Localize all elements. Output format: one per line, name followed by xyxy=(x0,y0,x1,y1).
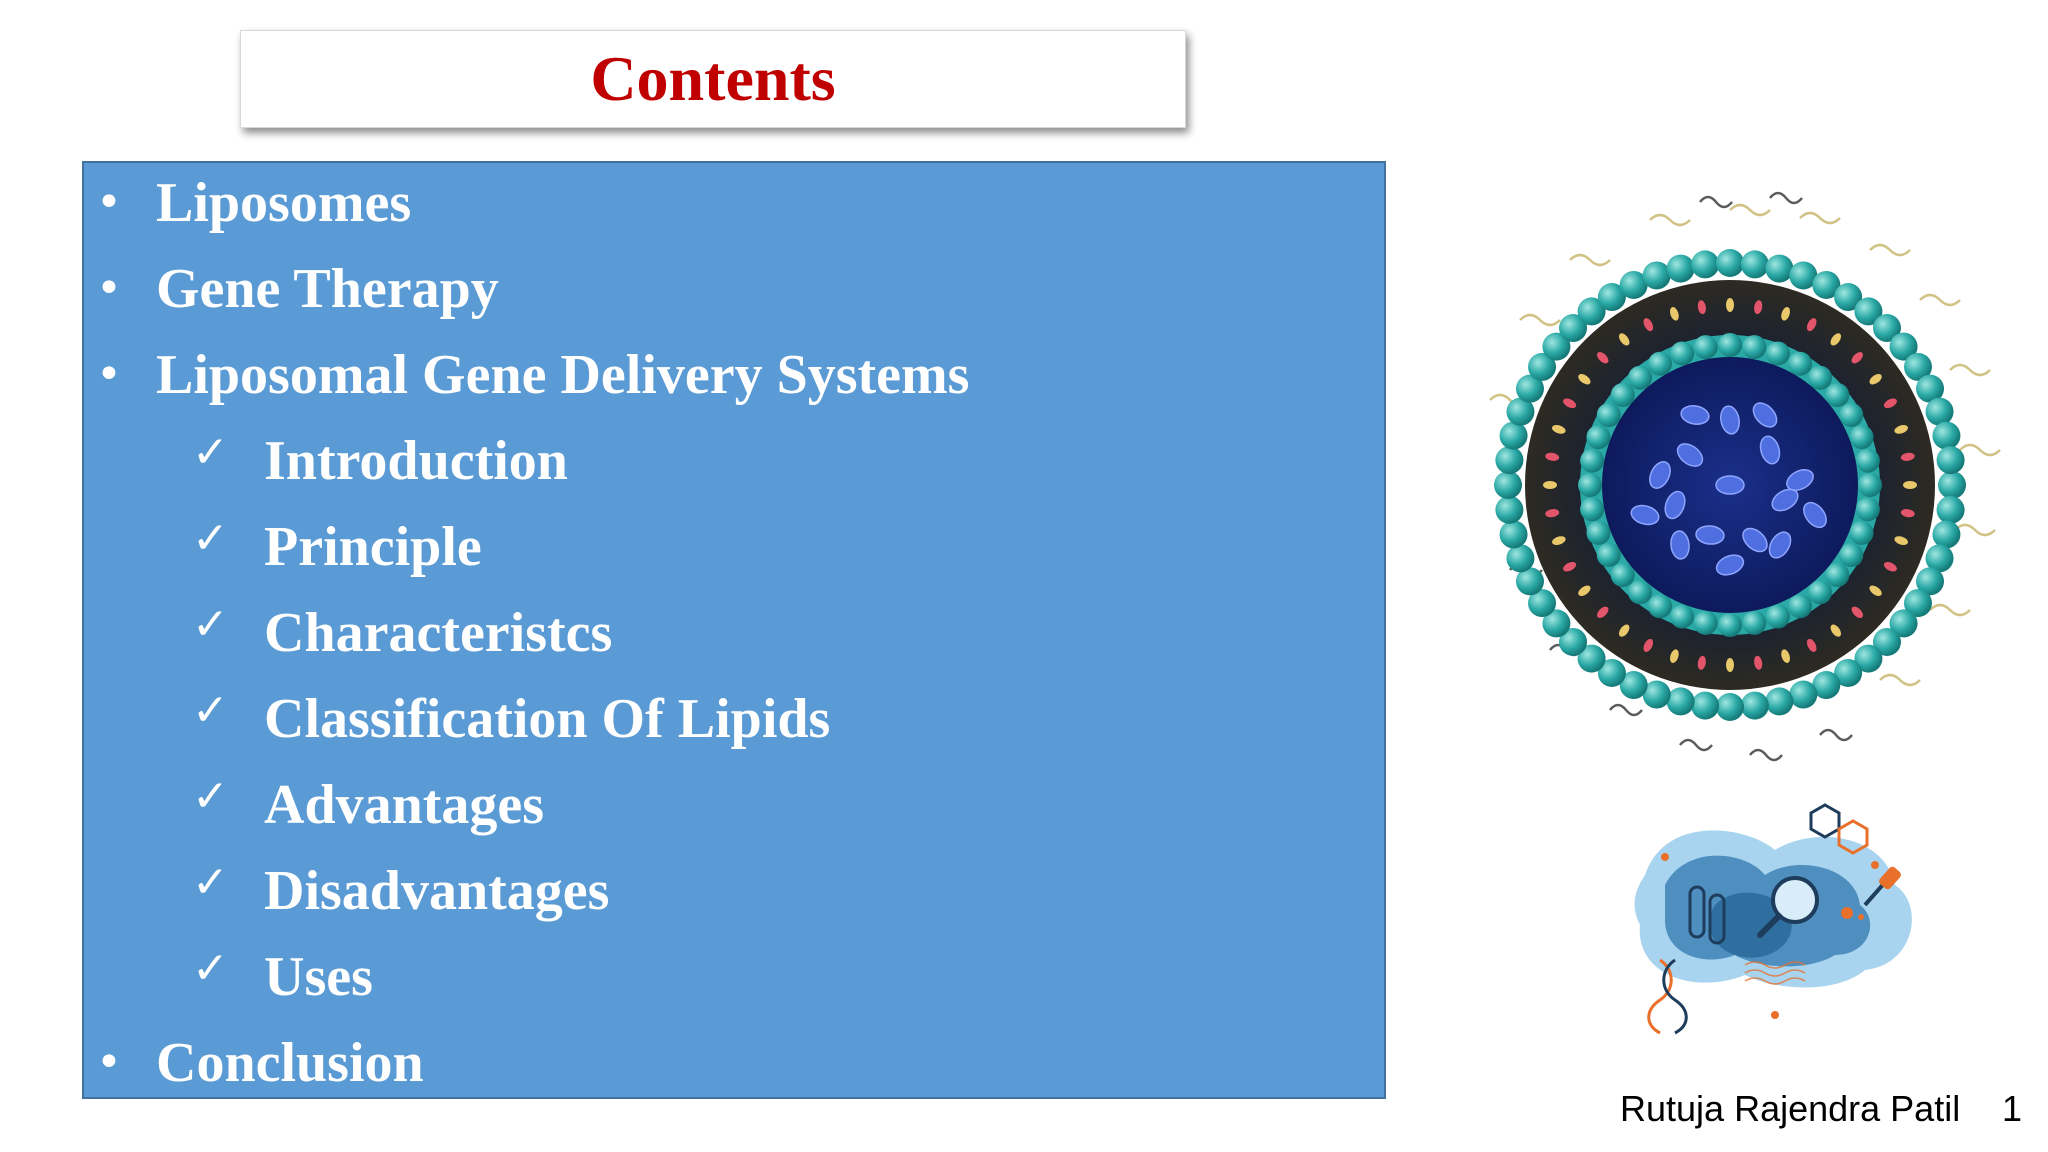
list-item-conclusion: Conclusion xyxy=(156,1032,424,1094)
page-number: 1 xyxy=(2002,1088,2023,1129)
bullet-icon: • xyxy=(96,1037,122,1088)
liposome-illustration xyxy=(1489,191,2001,762)
title-box: Contents xyxy=(240,30,1186,128)
list-item-disadvantages: Disadvantages xyxy=(264,860,610,922)
bullet-icon: • xyxy=(96,349,122,400)
contents-list-box: • Liposomes • Gene Therapy • Liposomal G… xyxy=(82,161,1386,1099)
lab-science-illustration xyxy=(1634,803,1912,1035)
list-item-characteristcs: Characteristcs xyxy=(264,602,613,664)
checkmark-icon: ✓ xyxy=(192,599,229,650)
bullet-icon: • xyxy=(96,263,122,314)
checkmark-icon: ✓ xyxy=(192,513,229,564)
list-item-principle: Principle xyxy=(264,516,482,578)
slide-title: Contents xyxy=(590,43,836,114)
list-item-liposomal-gene-delivery: Liposomal Gene Delivery Systems xyxy=(156,344,970,406)
bullet-icon: • xyxy=(96,177,122,228)
list-item-gene-therapy: Gene Therapy xyxy=(156,258,499,320)
checkmark-icon: ✓ xyxy=(192,857,229,908)
checkmark-icon: ✓ xyxy=(192,943,229,994)
list-item-classification-of-lipids: Classification Of Lipids xyxy=(264,688,831,750)
list-item-advantages: Advantages xyxy=(264,774,545,836)
list-item-introduction: Introduction xyxy=(264,430,568,492)
list-item-uses: Uses xyxy=(264,946,373,1008)
presenter-name: Rutuja Rajendra Patil xyxy=(1620,1088,1961,1129)
checkmark-icon: ✓ xyxy=(192,771,229,822)
checkmark-icon: ✓ xyxy=(192,427,229,478)
list-item-liposomes: Liposomes xyxy=(156,172,412,234)
checkmark-icon: ✓ xyxy=(192,685,229,736)
